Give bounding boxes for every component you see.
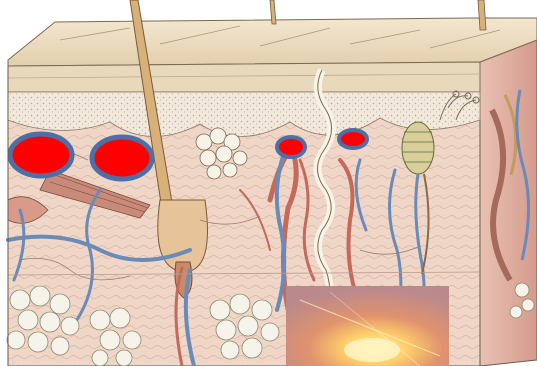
marker-2 xyxy=(92,137,152,179)
marker-4 xyxy=(339,130,367,148)
epidermis-top-surface xyxy=(8,18,537,92)
glowing-light-inset xyxy=(286,286,449,366)
marker-1 xyxy=(10,134,72,176)
block-right-face xyxy=(480,40,537,366)
marker-3 xyxy=(277,137,305,157)
